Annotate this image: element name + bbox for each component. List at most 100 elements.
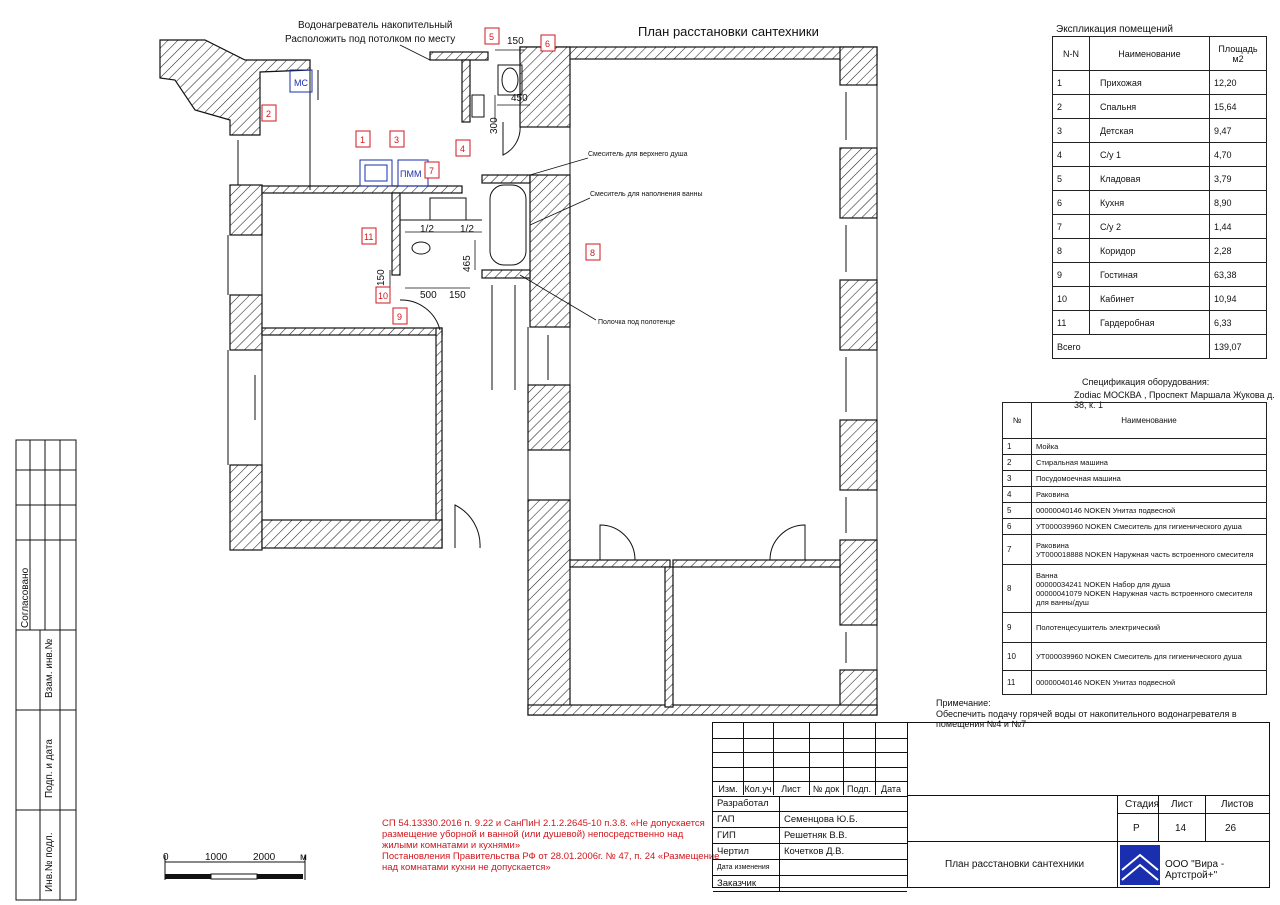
- sheets-label: Листов: [1221, 799, 1254, 810]
- drawing-name: План расстановки сантехники: [945, 859, 1085, 870]
- company-logo: [1120, 845, 1160, 885]
- dim-150-right: 150: [449, 290, 466, 301]
- ms-label: МС: [294, 78, 308, 88]
- explication-cell-area: 12,20: [1209, 70, 1267, 95]
- stamp-inv-orig: Инв.№ подл.: [44, 832, 55, 892]
- dim-500: 500: [420, 290, 437, 301]
- explication-cell-name: Кухня: [1089, 190, 1210, 215]
- regulation-note: СП 54.13330.2016 п. 9.22 и СанПиН 2.1.2.…: [382, 818, 719, 873]
- spec-cell-name: Ванна 00000034241 NOKEN Набор для душа 0…: [1031, 564, 1267, 613]
- spec-head-name: Наименование: [1031, 402, 1267, 439]
- spec-cell-name: УТ000039960 NOKEN Смеситель для гигиенич…: [1031, 518, 1267, 535]
- fixtures: [289, 64, 527, 266]
- stage-value: Р: [1133, 823, 1140, 834]
- dim-300: 300: [489, 117, 500, 134]
- signature-row: Дата изменения: [713, 860, 907, 876]
- stamp-agreed: Согласовано: [20, 567, 31, 628]
- marker-label: 10: [378, 291, 388, 301]
- dim-half-a: 1/2: [420, 224, 434, 235]
- spec-cell-n: 4: [1002, 486, 1032, 503]
- regulation-line: размещение уборной и ванной (или душевой…: [382, 829, 684, 840]
- marker-10: 10: [375, 286, 391, 304]
- marker-1: 1: [355, 130, 371, 148]
- page-title: План расстановки сантехники: [638, 24, 819, 39]
- explication-cell-area: 1,44: [1209, 214, 1267, 239]
- regulation-line: Постановления Правительства РФ от 28.01.…: [382, 851, 720, 862]
- water-heater-note: Расположить под потолком по месту: [285, 34, 455, 45]
- explication-cell-n: 6: [1052, 190, 1090, 215]
- note-text: Обеспечить подачу горячей воды от накопи…: [936, 709, 1237, 729]
- explication-title: Экспликация помещений: [1056, 24, 1173, 35]
- marker-label: 1: [360, 135, 365, 145]
- spec-cell-name: Раковина УТ000018888 NOKEN Наружная част…: [1031, 534, 1267, 565]
- revision-col-label: Кол.уч: [744, 784, 772, 794]
- spec-cell-n: 5: [1002, 502, 1032, 519]
- spec-cell-name: Посудомоечная машина: [1031, 470, 1267, 487]
- spec-cell-name: Стиральная машина: [1031, 454, 1267, 471]
- spec-cell-name: 00000040146 NOKEN Унитаз подвесной: [1031, 670, 1267, 695]
- signature-name: [779, 796, 864, 811]
- explication-cell-n: 1: [1052, 70, 1090, 95]
- revision-grid: [713, 723, 907, 795]
- company-name: ООО "Вира - Артстрой+": [1165, 859, 1225, 881]
- signature-role: Чертил: [717, 846, 749, 857]
- stamp-inv-replace: Взам. инв.№: [44, 639, 55, 698]
- dim-465: 465: [462, 255, 473, 272]
- marker-label: 8: [590, 248, 595, 258]
- marker-2: 2: [261, 104, 277, 122]
- mixer-top-shower-label: Смеситель для верхнего душа: [588, 151, 688, 158]
- spec-cell-n: 8: [1002, 564, 1032, 613]
- signature-name: Семенцова Ю.Б.: [779, 812, 864, 827]
- marker-9: 9: [392, 307, 408, 325]
- signature-name: Решетняк В.В.: [779, 828, 864, 843]
- spec-cell-n: 3: [1002, 470, 1032, 487]
- explication-cell-area: 63,38: [1209, 262, 1267, 287]
- signature-row: Разработал: [713, 796, 907, 812]
- scale-2000: 2000: [253, 852, 276, 863]
- explication-cell-area: 15,64: [1209, 94, 1267, 119]
- marker-label: 3: [394, 135, 399, 145]
- signature-role: ГАП: [717, 814, 735, 825]
- spec-cell-name: Полотенцесушитель электрический: [1031, 612, 1267, 643]
- spec-cell-n: 10: [1002, 642, 1032, 671]
- explication-cell-n: 3: [1052, 118, 1090, 143]
- doors: [399, 122, 806, 561]
- revision-col-label: Лист: [781, 784, 801, 794]
- explication-cell-name: Прихожая: [1089, 70, 1210, 95]
- walls: [159, 39, 878, 716]
- regulation-line: над комнатами кухни не допускается»: [382, 862, 551, 873]
- water-heater-label: Водонагреватель накопительный: [298, 20, 453, 31]
- explication-cell-area: 10,94: [1209, 286, 1267, 311]
- signature-role: Заказчик: [717, 878, 757, 889]
- dim-150-top: 150: [507, 36, 524, 47]
- explication-cell-area: 3,79: [1209, 166, 1267, 191]
- marker-7: 7: [424, 161, 440, 179]
- marker-8: 8: [585, 243, 601, 261]
- stamp-sign-date: Подп. и дата: [44, 739, 55, 798]
- revision-col-label: Дата: [881, 784, 901, 794]
- signature-row: Заказчик: [713, 876, 907, 892]
- spec-cell-n: 11: [1002, 670, 1032, 695]
- explication-cell-area: 9,47: [1209, 118, 1267, 143]
- side-stamp: [15, 439, 77, 901]
- marker-label: 5: [489, 32, 494, 42]
- explication-cell-name: Спальня: [1089, 94, 1210, 119]
- explication-cell-name: Детская: [1089, 118, 1210, 143]
- marker-label: 9: [397, 312, 402, 322]
- scale-1000: 1000: [205, 852, 228, 863]
- sheet-value: 14: [1175, 823, 1187, 834]
- explication-cell-name: Кладовая: [1089, 166, 1210, 191]
